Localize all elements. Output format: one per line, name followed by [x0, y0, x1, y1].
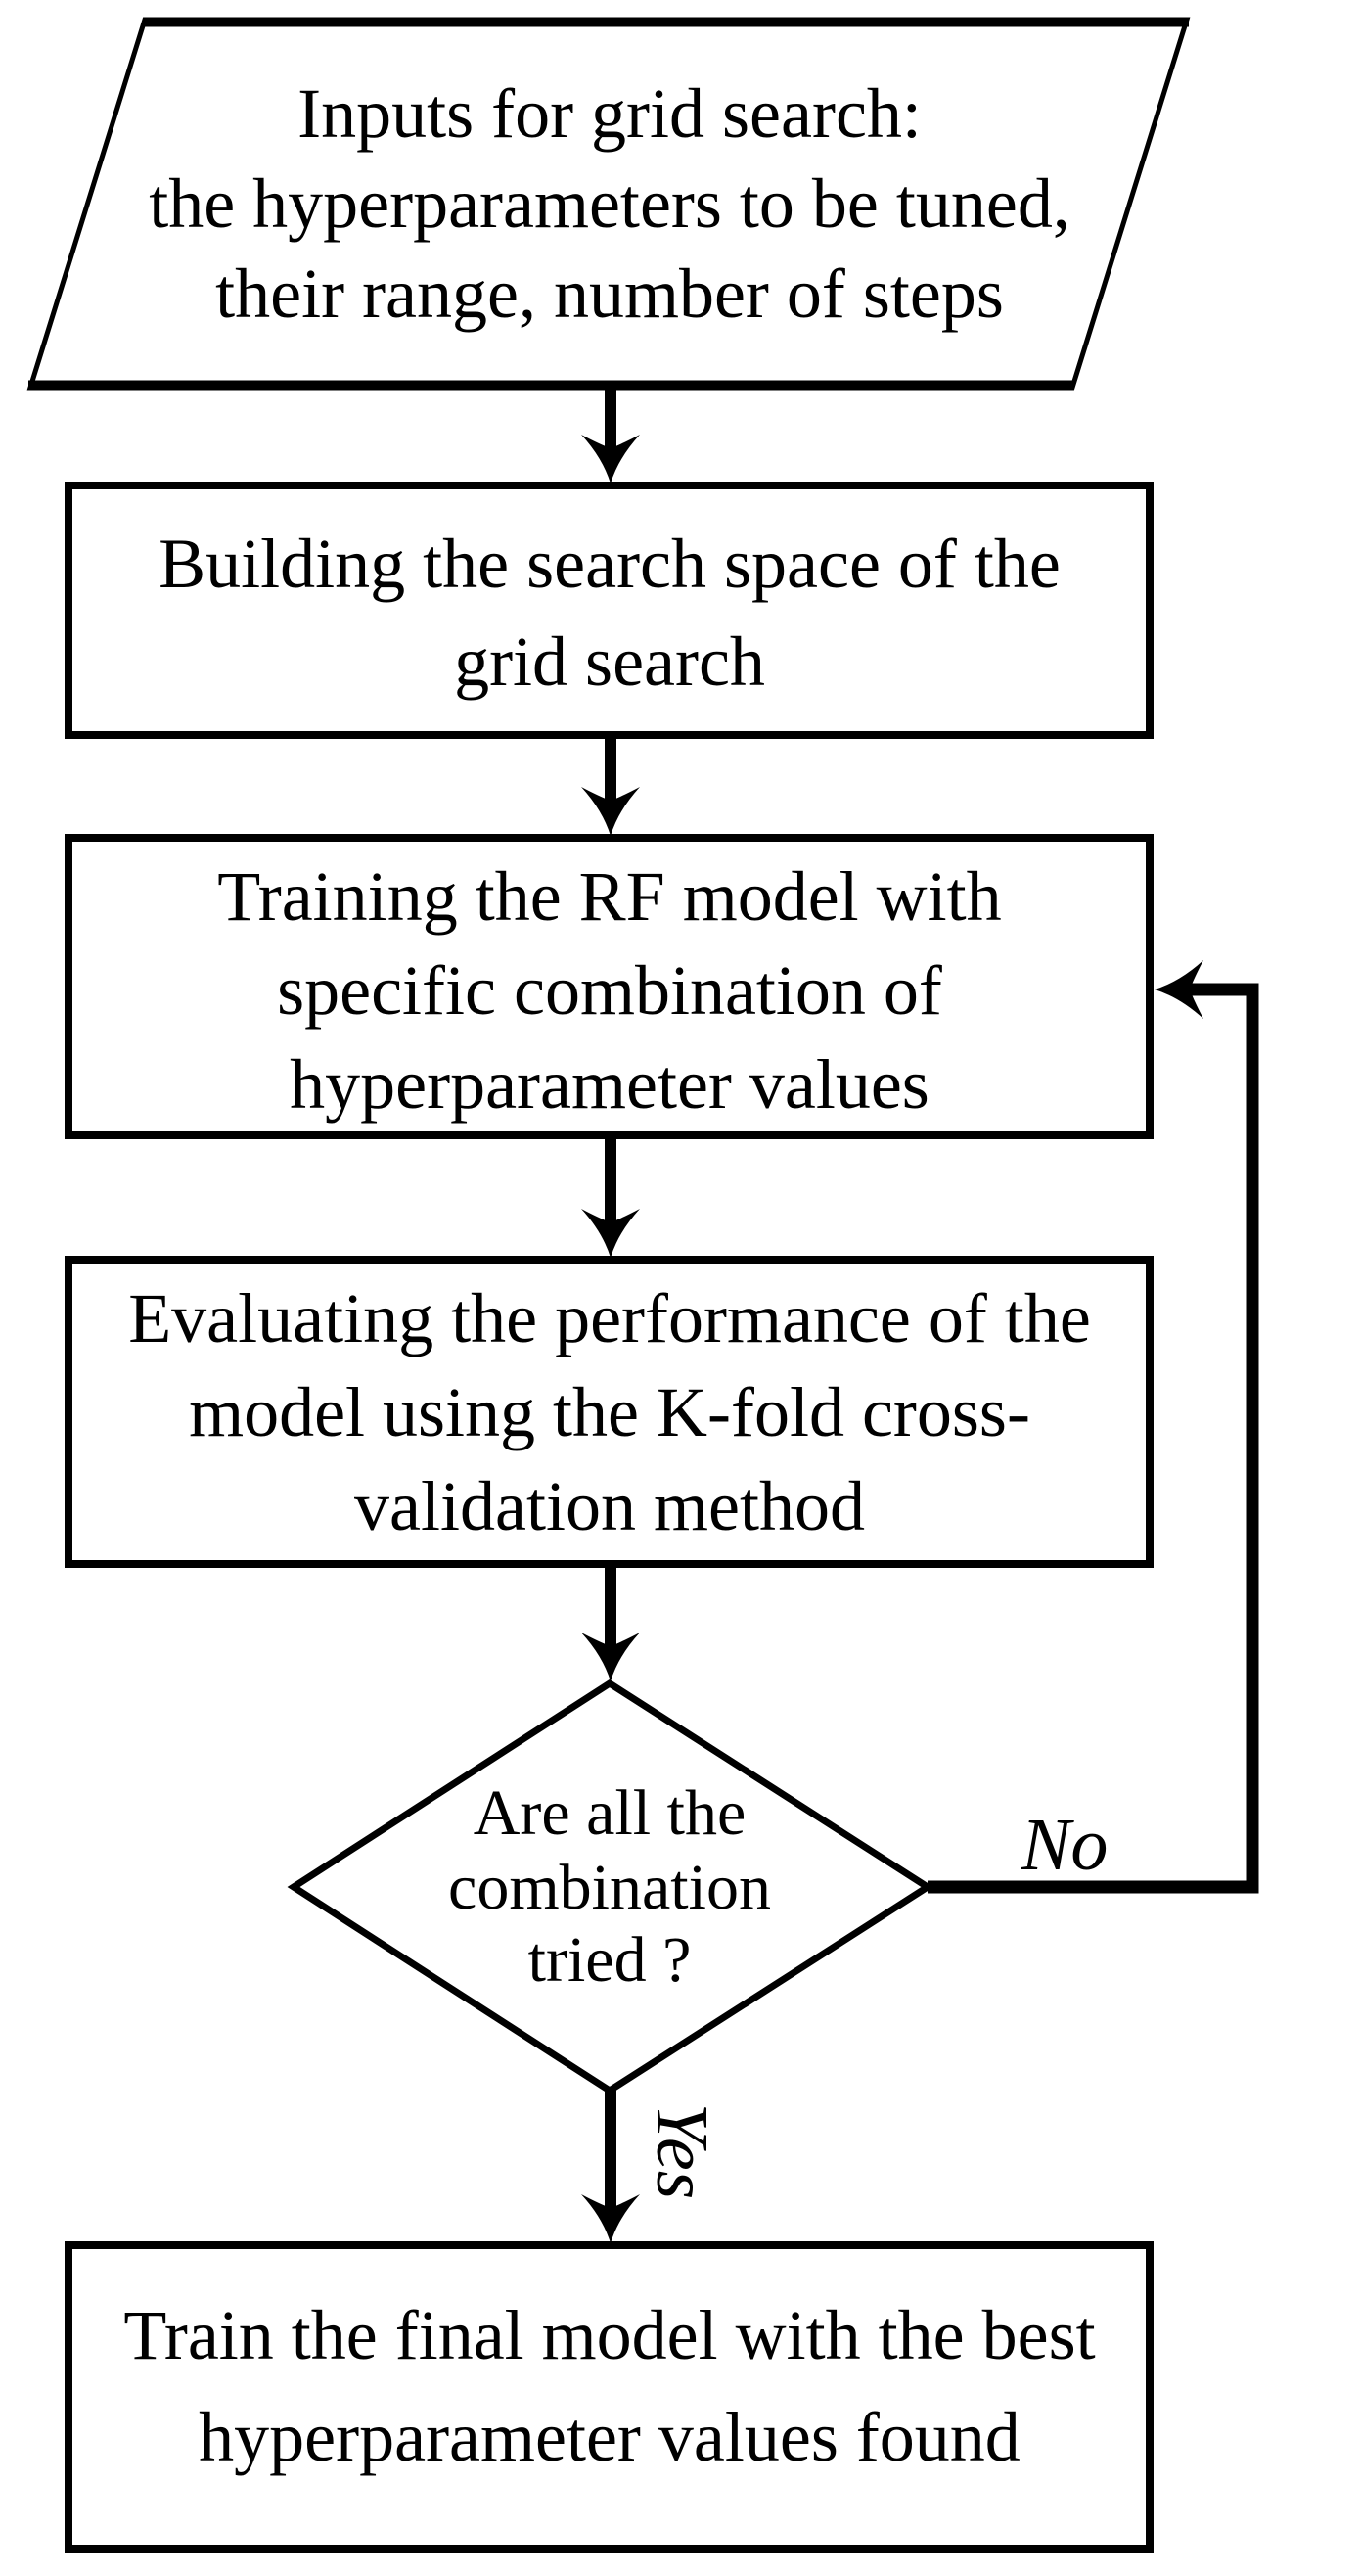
train-rf-box	[65, 834, 1154, 1139]
input-line-1: Inputs for grid search:	[297, 74, 922, 153]
train-rf-line-1: Training the RF model with	[217, 857, 1001, 936]
no-label: No	[1021, 1804, 1109, 1886]
no-loop-line	[928, 983, 1259, 1894]
train-final-box	[65, 2241, 1154, 2553]
train-final-line-2: hyperparameter values found	[199, 2398, 1021, 2476]
decision-line-2: combination	[448, 1852, 771, 1923]
build-search-space-line-1: Building the search space of the	[159, 525, 1061, 603]
build-search-space-box	[65, 482, 1154, 739]
train-final-line-1: Train the final model with the best	[123, 2296, 1095, 2374]
input-line-2: the hyperparameters to be tuned,	[149, 164, 1070, 243]
evaluate-line-3: validation method	[354, 1467, 865, 1545]
input-line-3: their range, number of steps	[215, 254, 1004, 333]
evaluate-line-2: model using the K-fold cross-	[189, 1373, 1030, 1451]
evaluate-line-1: Evaluating the performance of the	[128, 1279, 1091, 1357]
train-rf-line-2: specific combination of	[277, 951, 942, 1030]
yes-label: Yes	[641, 2103, 723, 2200]
train-rf-line-3: hyperparameter values	[290, 1045, 930, 1124]
evaluate-box	[65, 1256, 1154, 1568]
decision-line-1: Are all the	[474, 1777, 747, 1849]
decision-line-3: tried ?	[528, 1924, 692, 1996]
build-search-space-line-2: grid search	[454, 622, 765, 701]
